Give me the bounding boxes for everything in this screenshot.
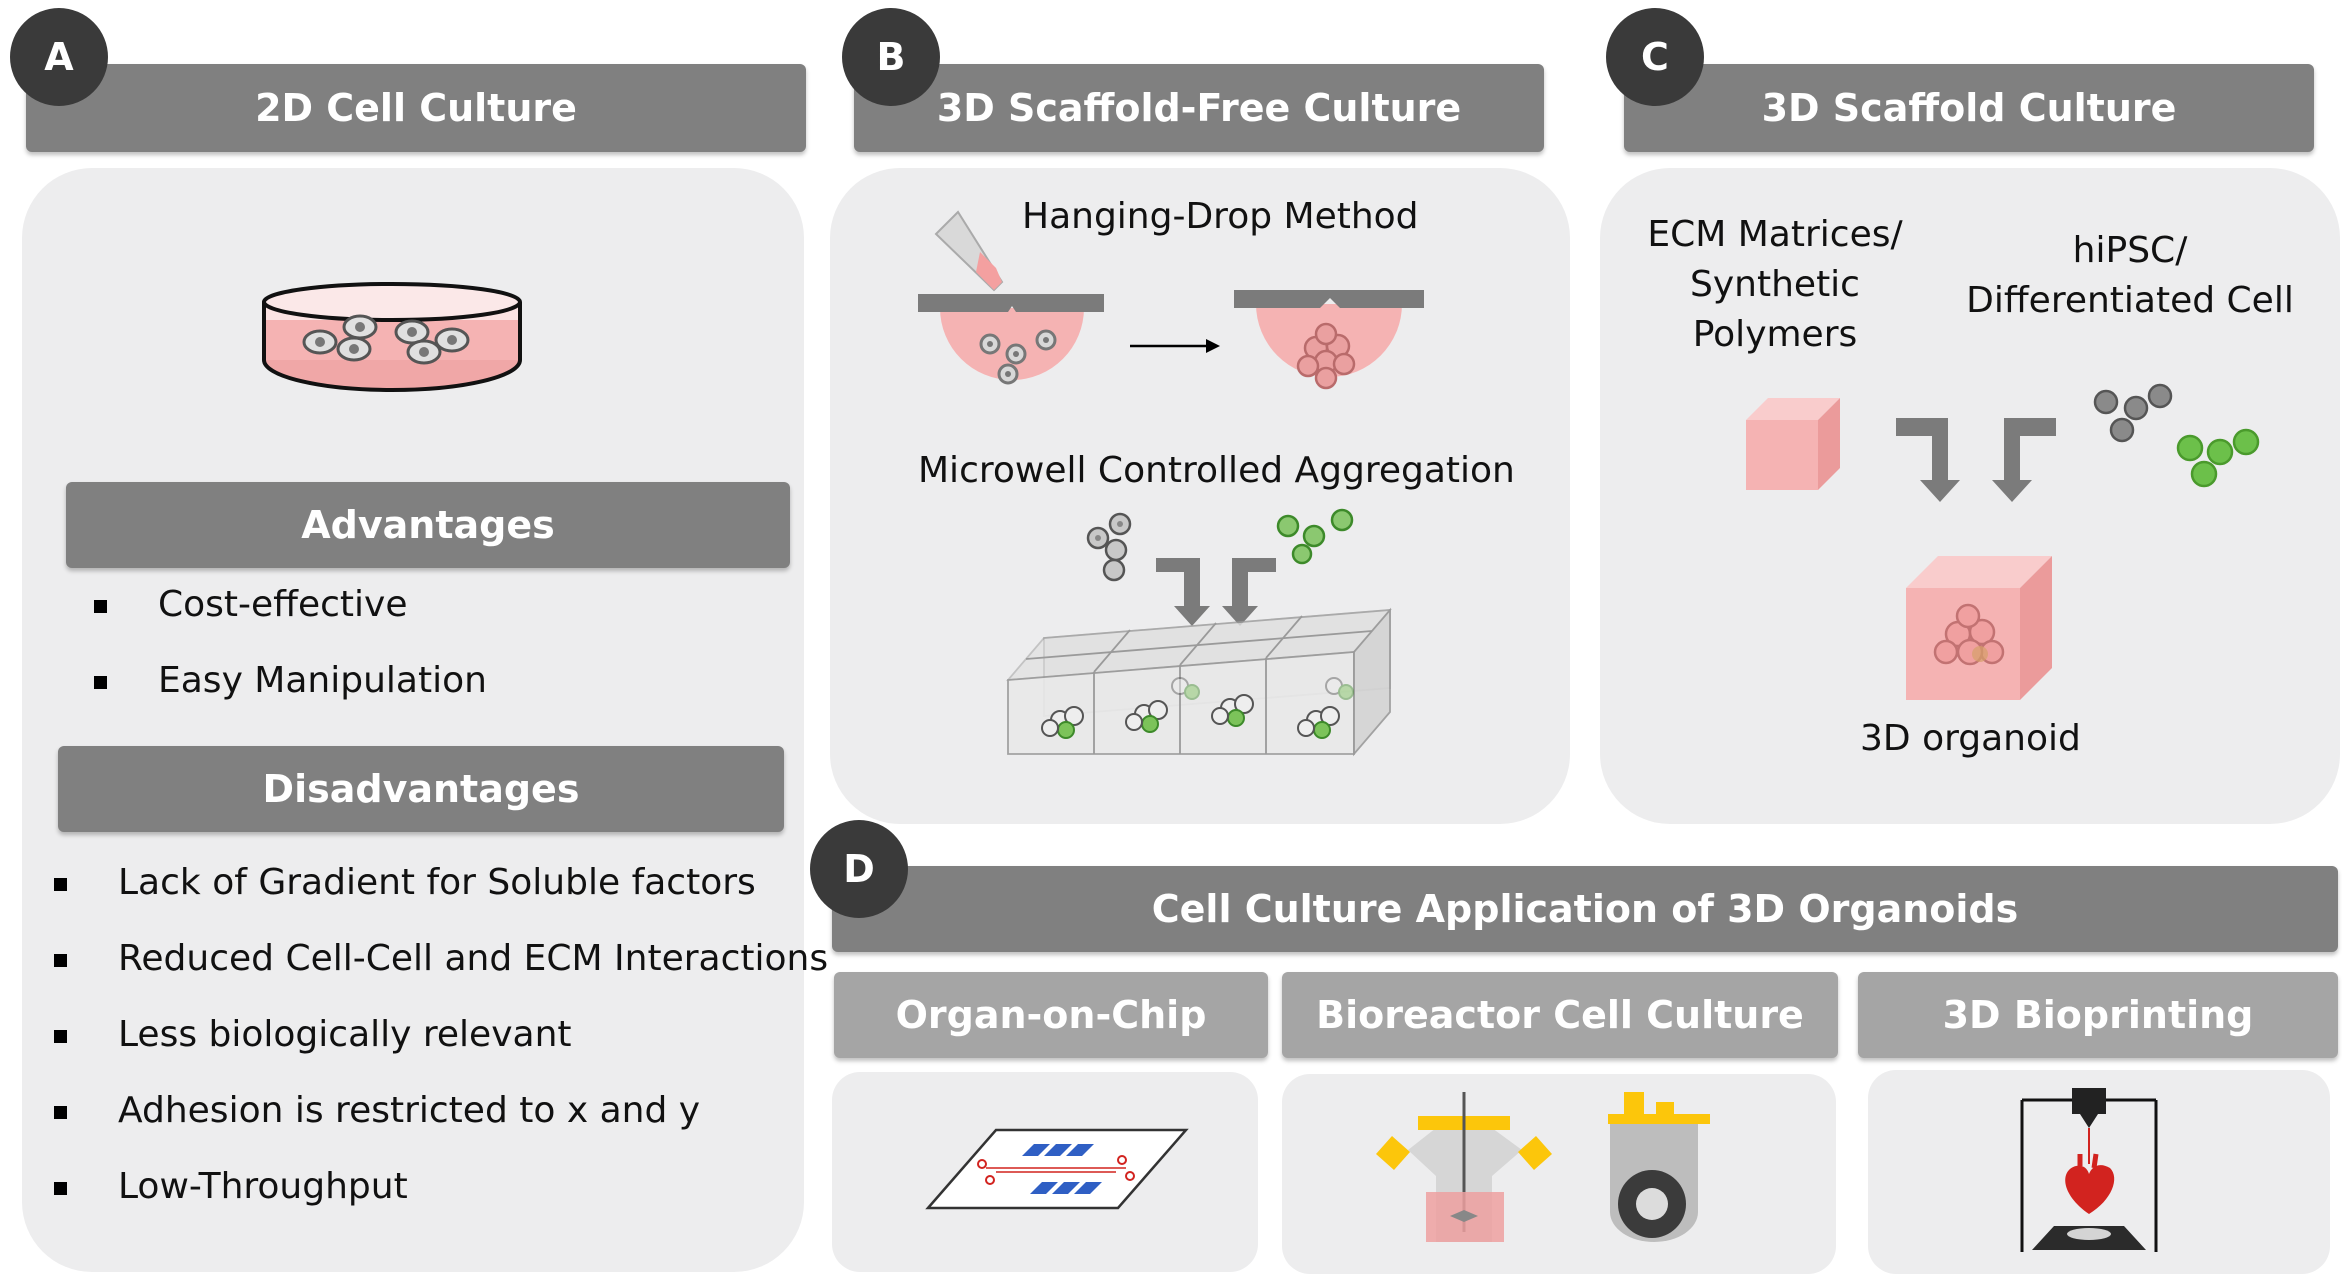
badge-b: B [842,8,940,106]
disadvantage-item: Less biologically relevant [118,1014,572,1055]
bullet [94,600,107,613]
bullet [54,1182,67,1195]
bioprinter-icon [2020,1088,2158,1252]
cell-label-line: Differentiated Cell [1966,280,2294,321]
pipette-icon [934,210,1004,292]
badge-c: C [1606,8,1704,106]
merge-arrows-icon [1896,418,2056,502]
disadvantage-item: Adhesion is restricted to x and y [118,1090,701,1131]
disadvantage-item: Reduced Cell-Cell and ECM Interactions [118,938,829,979]
badge-d: D [810,820,908,918]
ecm-label: ECM Matrices/ Synthetic Polymers [1630,210,1920,360]
microwell-array-icon [1005,508,1393,757]
advantages-header: Advantages [66,482,790,568]
advantage-item: Cost-effective [158,584,408,625]
panel-scaffold [1600,168,2340,824]
panel-d-title: Cell Culture Application of 3D Organoids [832,866,2338,952]
hanging-drop-before-icon [918,294,1104,385]
hanging-drop-label: Hanging-Drop Method [1022,196,1419,237]
disadvantages-header: Disadvantages [58,746,784,832]
cell-label-line: hiPSC/ [2072,230,2188,271]
bullet [54,954,67,967]
badge-a: A [10,8,108,106]
hanging-drop-after-icon [1234,290,1424,390]
panel-a-title: 2D Cell Culture [26,64,806,152]
ecm-label-line: ECM Matrices/ [1647,214,1903,255]
panel-c-title: 3D Scaffold Culture [1624,64,2314,152]
bioreactor-vessel-icon [1608,1092,1710,1242]
disadvantage-item: Low-Throughput [118,1166,408,1207]
organoid-cube-icon [1906,556,2052,700]
app-bioprinting: 3D Bioprinting [1858,972,2338,1058]
disadvantage-item: Lack of Gradient for Soluble factors [118,862,756,903]
arrow-right-icon [1130,339,1220,353]
ecm-label-line: Polymers [1692,314,1858,355]
organ-chip-icon [925,1128,1189,1210]
app-organ-on-chip: Organ-on-Chip [834,972,1268,1058]
app-bioreactor: Bioreactor Cell Culture [1282,972,1838,1058]
advantage-item: Easy Manipulation [158,660,487,701]
microwell-label: Microwell Controlled Aggregation [918,450,1515,491]
petri-dish-icon [262,282,522,392]
ecm-cube-icon [1746,398,1840,490]
organoid-label: 3D organoid [1860,718,2081,759]
bullet [54,1030,67,1043]
bioreactor-icon [1376,1092,1552,1242]
bullet [54,878,67,891]
bioreactor-panel [1282,1074,1836,1274]
bullet [94,676,107,689]
cell-label: hiPSC/ Differentiated Cell [1960,226,2300,326]
panel-b-title: 3D Scaffold-Free Culture [854,64,1544,152]
bullet [54,1106,67,1119]
cells-icon [2093,383,2260,488]
ecm-label-line: Synthetic [1690,264,1860,305]
